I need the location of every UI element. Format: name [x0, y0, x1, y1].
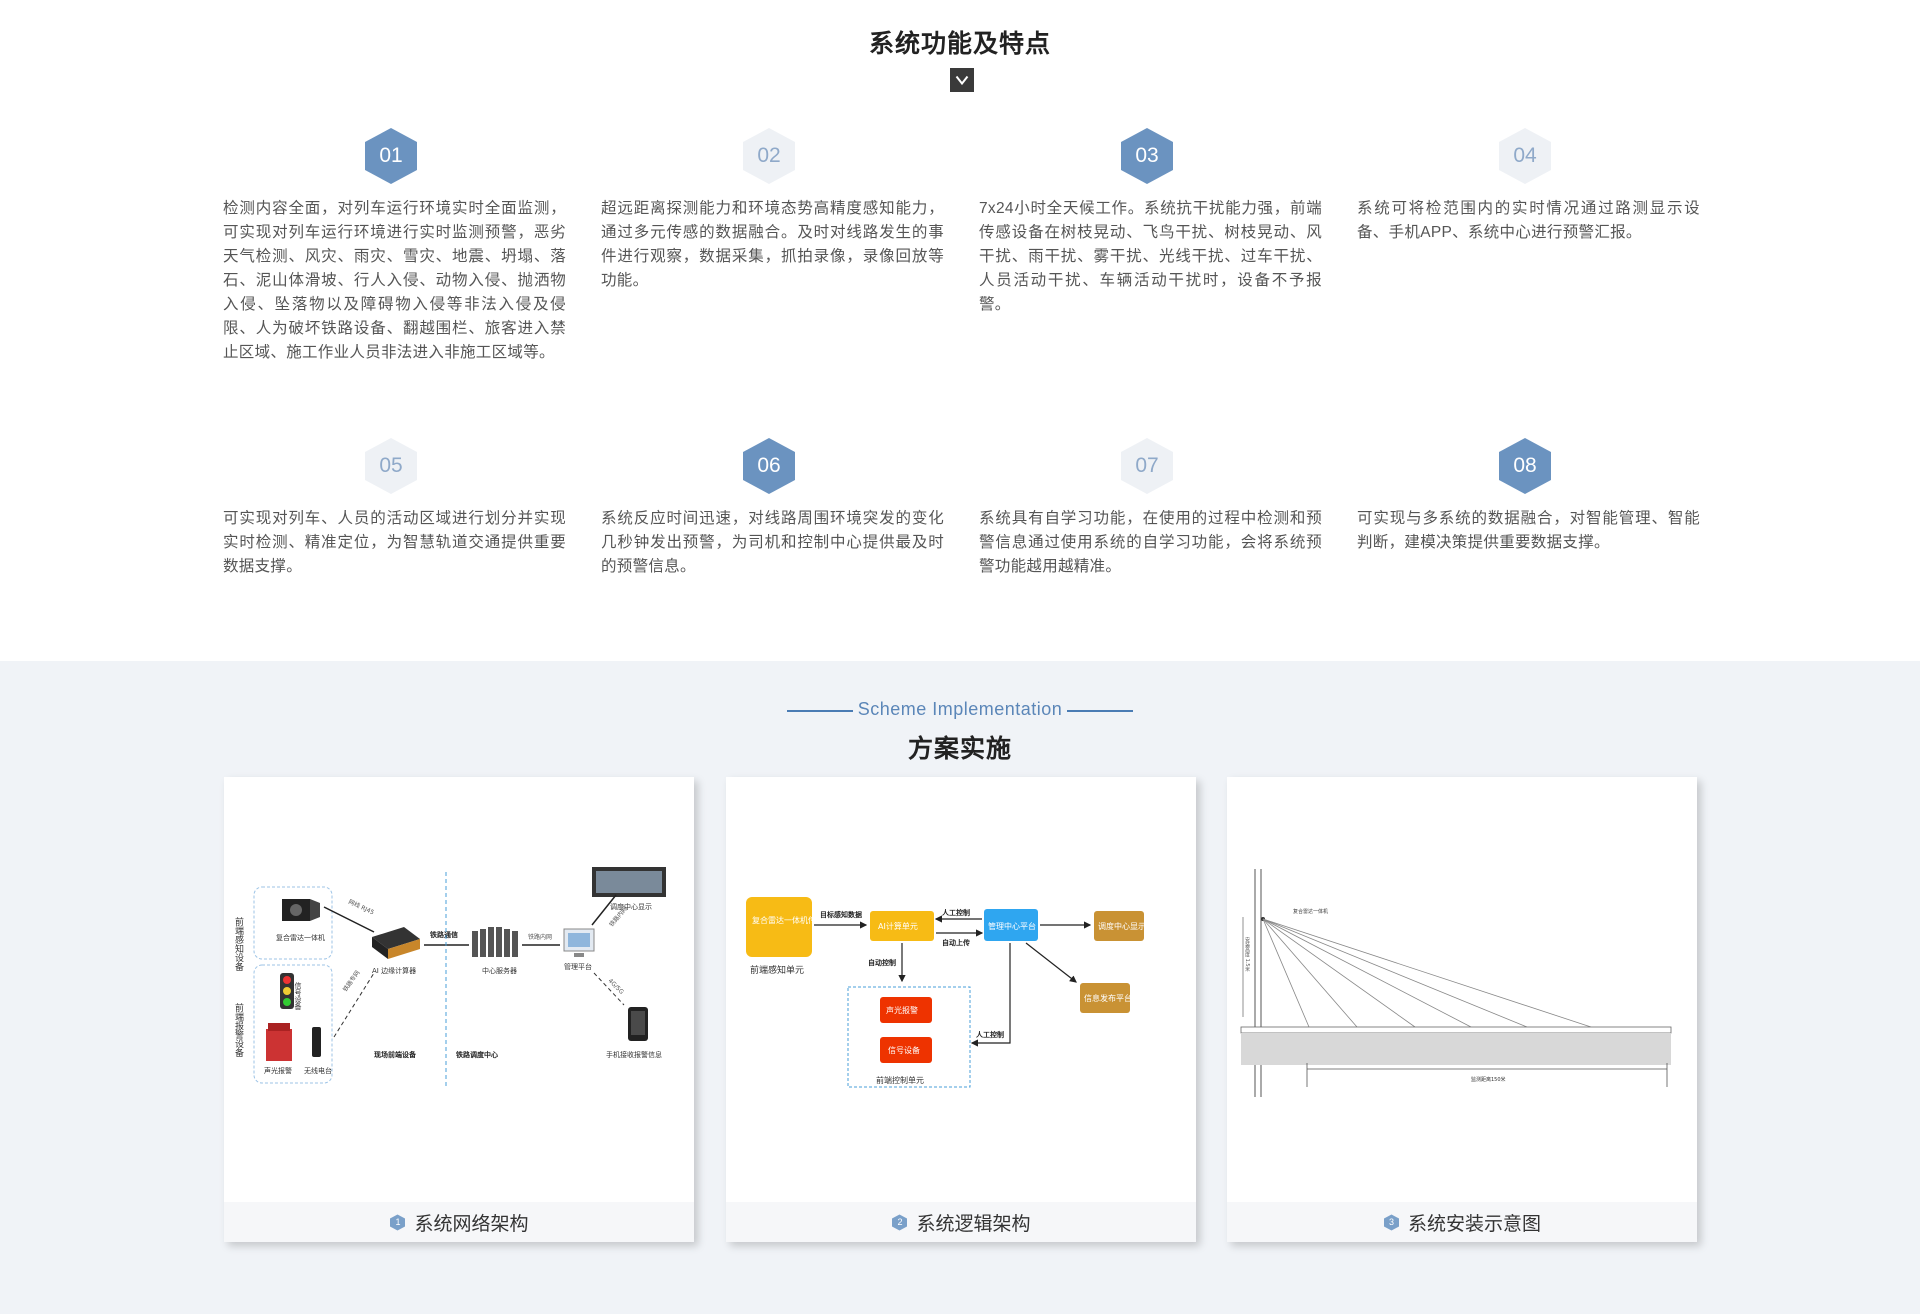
feature-number-badge: 08	[1497, 437, 1553, 495]
label-radio: 无线电台	[304, 1066, 332, 1075]
features-title: 系统功能及特点	[868, 30, 1051, 58]
label-front-unit: 前端感知单元	[750, 964, 804, 976]
feature-number-badge: 03	[1119, 127, 1175, 185]
logic-architecture-diagram: 复合雷达一体机传感器 前端感知单元 目标感知数据 AI计算单元 人工控制 自动上…	[726, 777, 1184, 1202]
card-label: 系统逻辑架构	[916, 1213, 1031, 1235]
hexagon-icon	[1121, 438, 1173, 494]
label-ctrl-unit: 前端控制单元	[876, 1075, 924, 1085]
label-sound-light: 声光报警	[886, 1005, 918, 1015]
label-mgmt: 管理中心平台	[988, 921, 1036, 931]
feature-description: 系统反应时间迅速，对线路周围环境突发的变化几秒钟发出预警，为司机和控制中心提供最…	[601, 510, 944, 575]
collapse-toggle-button[interactable]	[950, 68, 974, 92]
installation-diagram: 安装高度 1.5米 复合雷达一体机 监测距离150米	[1227, 777, 1685, 1202]
chevron-down-icon	[955, 75, 969, 85]
feature-number-badge: 07	[1119, 437, 1175, 495]
card-caption: 3 系统安装示意图	[1227, 1202, 1697, 1242]
hexagon-icon	[365, 128, 417, 184]
feature-number-badge: 05	[363, 437, 419, 495]
hexagon-icon	[1383, 1214, 1399, 1230]
feature-description: 系统具有自学习功能，在使用的过程中检测和预警信息通过使用系统的自学习功能，会将系…	[979, 510, 1322, 575]
label-manual2: 人工控制	[976, 1030, 1004, 1039]
hexagon-icon	[390, 1214, 406, 1230]
hexagon-icon	[1499, 438, 1551, 494]
label-dispatch: 调度中心显示	[1098, 921, 1146, 931]
title-divider-right	[1067, 710, 1133, 712]
label-field: 现场前端设备	[374, 1050, 417, 1059]
label-edge: AI 边缘计算器	[372, 966, 416, 975]
label-center: 铁路调度中心	[456, 1050, 498, 1059]
label-ai: AI计算单元	[878, 921, 918, 931]
features-section: 系统功能及特点 01 检测内容全面，对列车运行环境实时全面监测，可实现对列车运行…	[223, 30, 1700, 575]
section-title: 方案实施	[907, 735, 1012, 763]
card-caption: 1 系统网络架构	[224, 1202, 694, 1242]
hexagon-icon	[743, 128, 795, 184]
feature-number-badge: 02	[741, 127, 797, 185]
feature-number-badge: 01	[363, 127, 419, 185]
card-number-badge: 2	[891, 1214, 908, 1231]
feature-description: 可实现对列车、人员的活动区域进行划分并实现实时检测、精准定位，为智慧轨道交通提供…	[223, 510, 566, 575]
label-device: 复合雷达一体机	[1293, 908, 1328, 915]
feature-description: 可实现与多系统的数据融合，对智能管理、智能判断，建模决策提供重要数据支撑。	[1357, 510, 1700, 551]
label-front-alarm: 前端报警设备	[233, 1002, 244, 1057]
label-auto-up: 自动上传	[942, 938, 970, 947]
label-platform: 管理平台	[564, 962, 592, 971]
label-signal: 信号设备	[294, 981, 302, 1011]
label-height: 安装高度 1.5米	[1244, 936, 1250, 973]
feature-number-badge: 04	[1497, 127, 1553, 185]
hexagon-icon	[1121, 128, 1173, 184]
label-sound-light: 声光报警	[264, 1066, 292, 1075]
section-subtitle-en: Scheme Implementation	[857, 699, 1063, 719]
card-number-badge: 3	[1383, 1214, 1400, 1231]
title-divider-left	[787, 710, 853, 712]
label-server: 中心服务器	[482, 966, 517, 975]
label-radar: 复合雷达一体机	[276, 933, 325, 942]
card-label: 系统网络架构	[414, 1213, 529, 1235]
feature-description: 7x24小时全天候工作。系统抗干扰能力强，前端传感设备在树枝晃动、飞鸟干扰、树枝…	[979, 200, 1322, 313]
label-radar: 复合雷达一体机传感器	[752, 915, 832, 925]
card-label: 系统安装示意图	[1407, 1213, 1541, 1235]
feature-number-badge: 06	[741, 437, 797, 495]
feature-description: 超远距离探测能力和环境态势高精度感知能力，通过多元传感的数据融合。及时对线路发生…	[601, 200, 944, 289]
label-cable: 网线 RJ45	[347, 898, 375, 917]
label-rail-link: 铁路专网	[341, 969, 361, 993]
card-logic-architecture[interactable]: 复合雷达一体机传感器 前端感知单元 目标感知数据 AI计算单元 人工控制 自动上…	[726, 777, 1196, 1242]
label-dispatch: 调度中心显示	[610, 902, 652, 911]
label-app: 手机接收报警信息	[606, 1050, 662, 1059]
feature-description: 检测内容全面，对列车运行环境实时全面监测，可实现对列车运行环境进行实时监测预警，…	[223, 200, 566, 361]
label-auto-ctrl: 自动控制	[868, 958, 896, 967]
label-rail-comm: 铁路通信	[430, 930, 458, 939]
card-number-badge: 1	[389, 1214, 406, 1231]
label-front-sense: 前端感知设备	[233, 916, 244, 971]
feature-description: 系统可将检范围内的实时情况通过路测显示设备、手机APP、系统中心进行预警汇报。	[1357, 200, 1700, 241]
label-target-data: 目标感知数据	[820, 910, 862, 919]
label-signal: 信号设备	[888, 1045, 920, 1055]
card-caption: 2 系统逻辑架构	[726, 1202, 1196, 1242]
hexagon-icon	[892, 1214, 908, 1230]
hexagon-icon	[1499, 128, 1551, 184]
card-network-architecture[interactable]: 前端感知设备 前端报警设备 复合雷达一体机 信号设备 声光报警 无线电台	[224, 777, 694, 1242]
label-range: 监测距离150米	[1471, 1076, 1506, 1083]
hexagon-icon	[743, 438, 795, 494]
label-rail-net: 铁路内网	[528, 933, 552, 941]
implementation-section: Scheme Implementation 方案实施 前端感知设备 前端报警设备…	[0, 661, 1920, 1314]
card-installation[interactable]: 安装高度 1.5米 复合雷达一体机 监测距离150米	[1227, 777, 1697, 1242]
label-info: 信息发布平台	[1084, 993, 1132, 1003]
label-wifi: 4G/5G	[607, 977, 626, 996]
network-architecture-diagram: 前端感知设备 前端报警设备 复合雷达一体机 信号设备 声光报警 无线电台	[224, 777, 682, 1202]
hexagon-icon	[365, 438, 417, 494]
label-manual1: 人工控制	[942, 908, 970, 917]
